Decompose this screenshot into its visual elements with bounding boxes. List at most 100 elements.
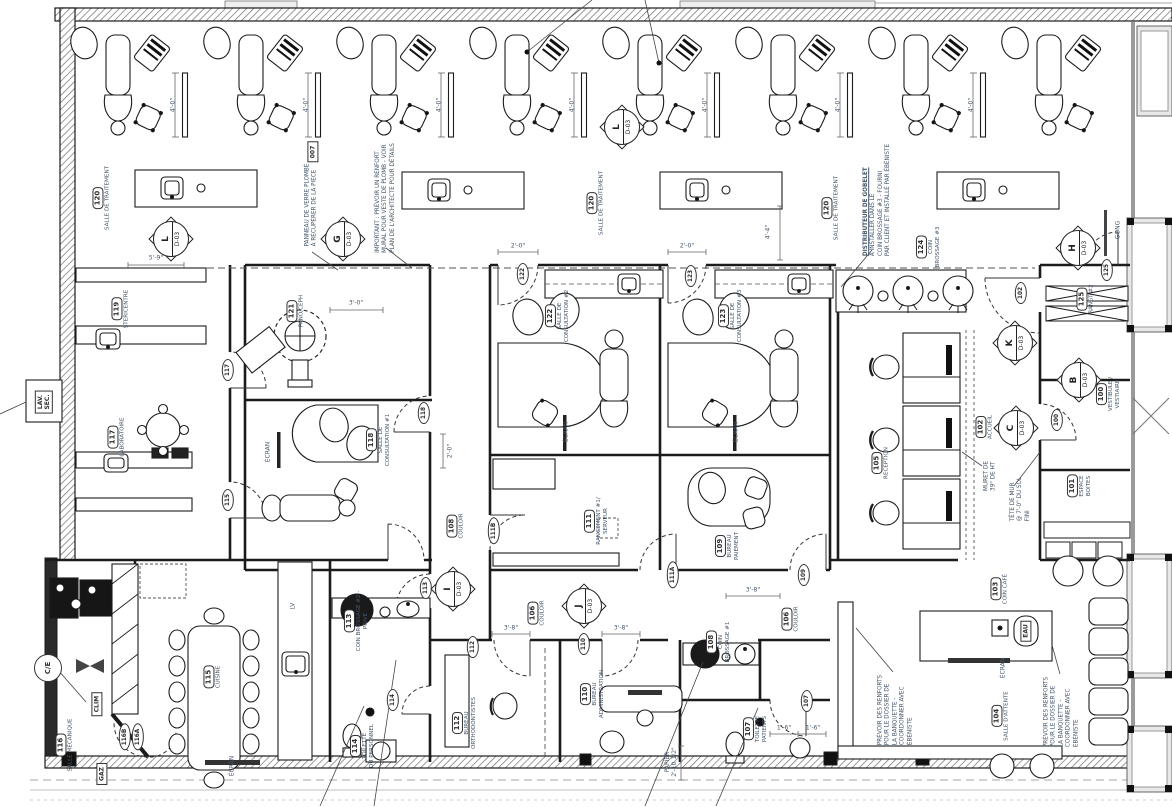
room-name: SALLE DE CONSULTATION #1 — [378, 413, 392, 467]
marker-sheet-ref: D-03 — [1081, 240, 1089, 256]
label: PAPIER 2'-10 1/2" — [663, 747, 678, 777]
bureau-paiement — [687, 467, 771, 530]
door-tag: 100 — [1050, 408, 1064, 432]
annotation-line: POUR LE DOSSIER DE — [1050, 685, 1057, 748]
room-number: 122 — [544, 304, 557, 328]
marker-sheet-ref: D-03 — [174, 231, 182, 247]
room-number: 112 — [451, 711, 464, 735]
waiting-area — [837, 555, 1129, 779]
door-tag: 114 — [386, 688, 400, 712]
door-tag: 125 — [1100, 258, 1114, 282]
dimension-lines — [127, 205, 827, 781]
annotation-line: À INSTALLER DANS LE — [870, 193, 877, 257]
label: CLIM — [91, 691, 103, 717]
marker-sheet-ref: D-03 — [1019, 420, 1027, 436]
door-tag: 116A — [131, 723, 145, 751]
door-tag: 107 — [800, 689, 814, 713]
annotation-line: MURET DE — [983, 461, 990, 491]
dimension-text: 1'-6" — [776, 724, 792, 732]
room-number: 118 — [365, 428, 378, 452]
annotation-line: ÉBÉNISTE — [907, 717, 914, 746]
annotation-line: 39" DE HT — [991, 461, 997, 491]
marker-sheet-ref: D-03 — [625, 119, 633, 135]
room-name: LABORATOIRE — [119, 417, 126, 457]
door-tag: 112 — [466, 635, 480, 659]
label: C/E — [34, 654, 62, 682]
label: LAV. SEC. — [34, 390, 54, 414]
room-name: VESTIBULE / VESTIAIRE — [1108, 376, 1122, 412]
room-name: COULOIR — [793, 606, 800, 632]
annotation-line: IMPORTANT : PRÉVOIR UN RENFORT — [374, 151, 381, 253]
annotation-line: COORDONNER AVEC — [1065, 688, 1072, 748]
label: ÉCRAN — [732, 421, 740, 443]
room-number: 103 — [990, 577, 1002, 601]
dimension-text: 4'-0" — [701, 97, 709, 113]
annotation-line: TÊTE DE MUR — [1009, 482, 1016, 522]
room-number: 117 — [107, 425, 119, 449]
room-name: SALLE DE TRAITEMENT — [833, 175, 840, 241]
room-number: 120 — [586, 191, 598, 215]
annotation-line: À RÉCUPÉRER DE LA PIÈCE — [312, 169, 318, 247]
room-number: 108 — [705, 630, 718, 654]
stericentre-laboratoire — [25, 267, 207, 512]
room-name: COIN BROSSAGE #2 - PRIVÉ — [356, 590, 370, 652]
marker-letter: K — [1003, 326, 1018, 360]
label: LV — [289, 602, 297, 610]
dimension-text: 5'-9" — [148, 254, 164, 262]
room-number: 124 — [915, 235, 928, 259]
dimension-text: 3'-8" — [503, 624, 519, 632]
annotation-line: PAR CLIENT ET INSTALLÉ PAR ÉBÉNISTE — [885, 143, 892, 257]
marker-sheet-ref: D-03 — [346, 231, 354, 247]
dimension-text: 3'-8" — [613, 624, 629, 632]
label: ÉCRAN — [228, 755, 236, 777]
room-number: 119 — [111, 297, 123, 321]
room-name: PANO/CEPH — [298, 294, 305, 328]
room-number: 120 — [92, 186, 104, 210]
room-name: SALLE DE CONSULTATION #2 — [557, 289, 571, 343]
room-number: 116 — [55, 733, 67, 757]
dimension-text: 4'-0" — [169, 97, 177, 113]
annotation-line: MURAL POUR VESTE DE PLOMB - VOIR — [382, 144, 389, 253]
dimension-text: 1'-6" — [805, 724, 821, 732]
room-name: ESPACE BOITES — [1079, 475, 1093, 497]
dimension-text: 4'-0" — [435, 97, 443, 113]
label: ÉCRAN — [999, 657, 1007, 679]
room-name: SALLE DE TRAITEMENT — [598, 170, 605, 236]
door-tag: 122 — [516, 262, 530, 286]
dimension-text: 3'-0" — [348, 299, 364, 307]
annotation-line: POUR LE DOSSIER DE — [884, 683, 891, 746]
room-number: 125 — [1076, 287, 1088, 311]
marker-sheet-ref: D-03 — [587, 598, 595, 614]
room-number: 111 — [583, 509, 596, 533]
dimension-text: 2'-0" — [446, 443, 454, 459]
annotation-line: PRÉVOIR DES RENFORTS — [1043, 676, 1050, 748]
room-name: CUISINE — [215, 665, 222, 689]
